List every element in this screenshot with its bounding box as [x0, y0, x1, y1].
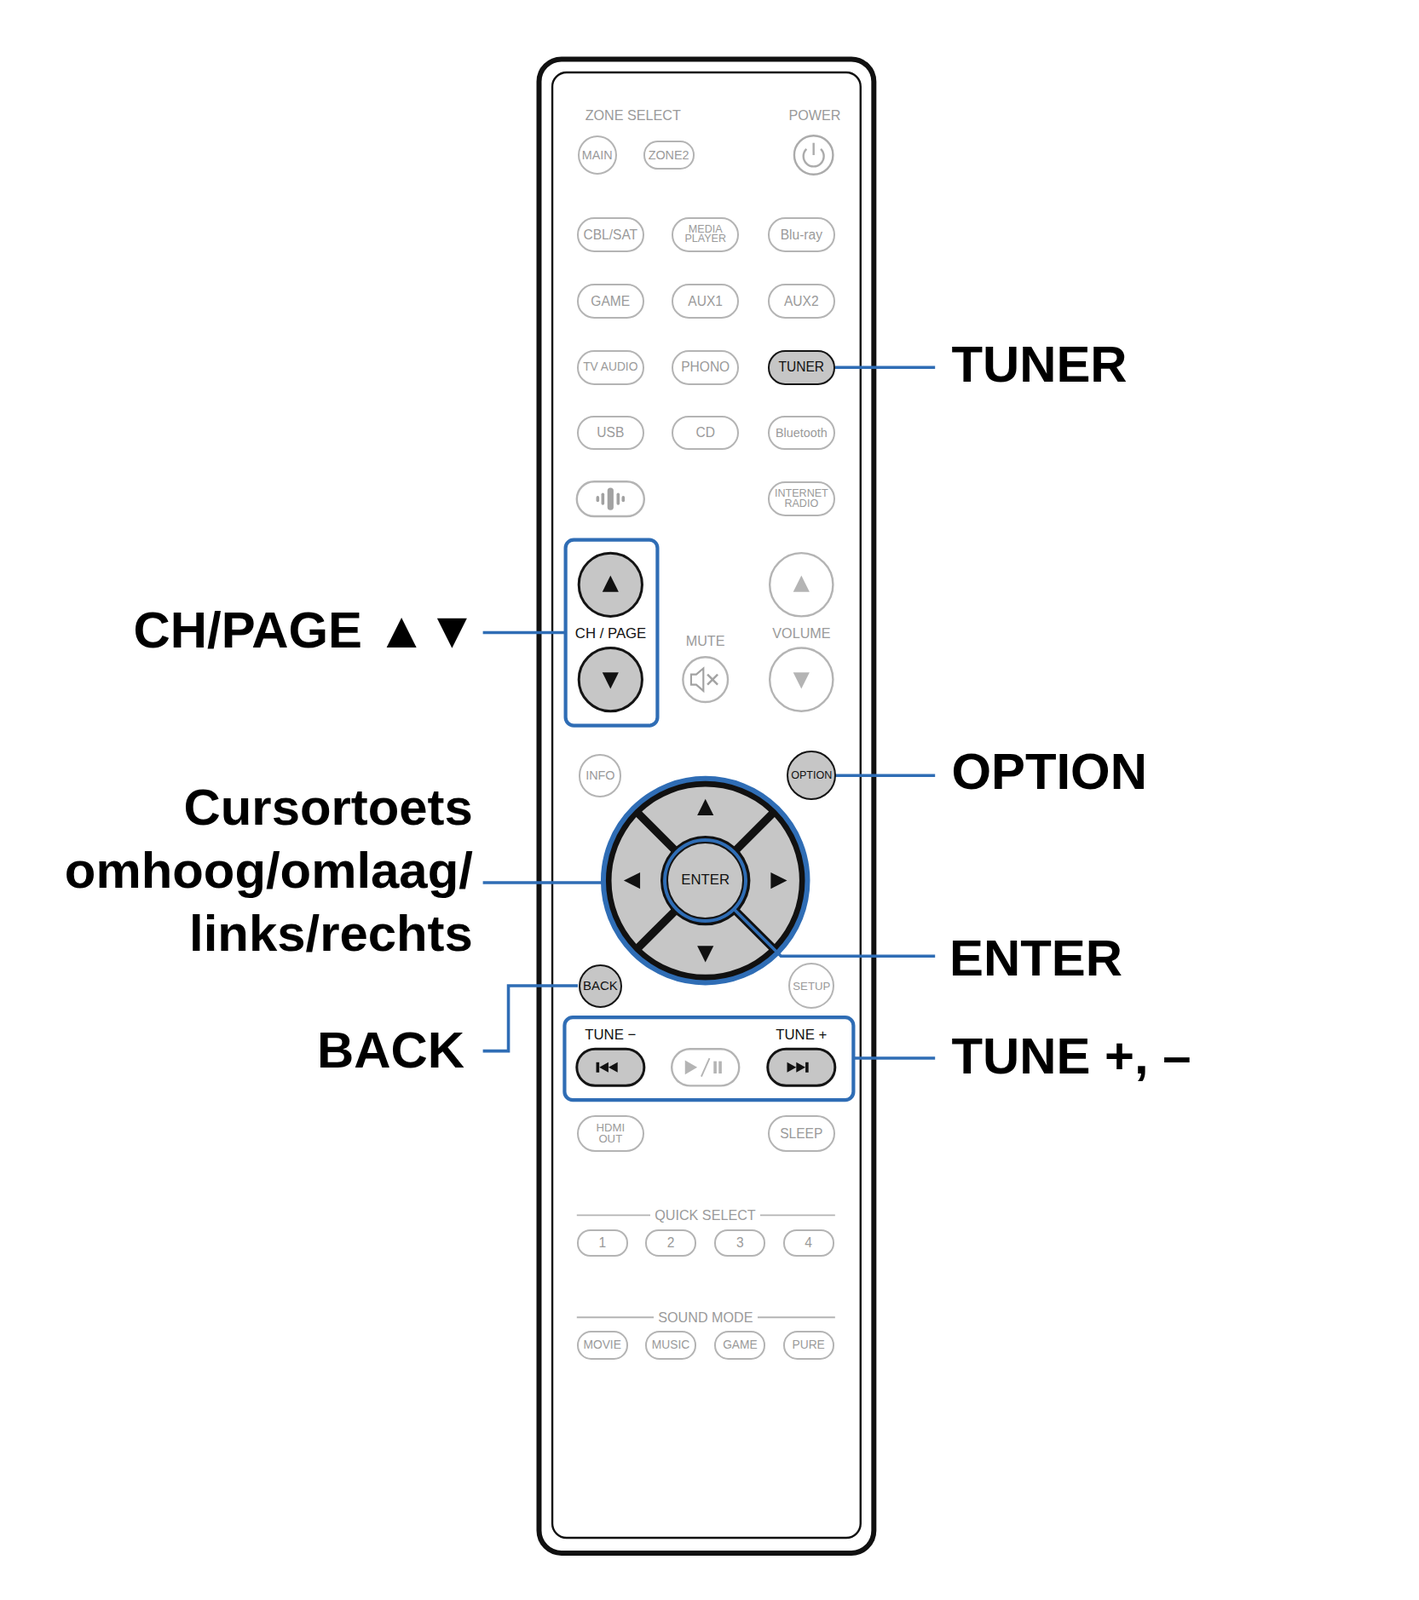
remote-button: 4: [783, 1229, 835, 1257]
button-text: TUNER: [778, 360, 825, 375]
callout-label: TUNER: [951, 335, 1127, 395]
highlight-frame: [565, 540, 658, 727]
remote-button: 1: [576, 1229, 629, 1257]
button-text: Blu-ray: [780, 228, 823, 243]
button-text: OPTION: [790, 770, 832, 782]
button-text: GAME: [590, 294, 630, 309]
highlight-frame: [564, 1017, 854, 1101]
remote-button: MUSIC: [645, 1331, 697, 1361]
button-text: SLEEP: [779, 1127, 823, 1142]
callout-label: OPTION: [951, 743, 1148, 802]
remote-inner-edge: [552, 72, 861, 1539]
button-text: AUX2: [784, 294, 820, 309]
button-text: MOVIE: [583, 1339, 622, 1352]
button-text: GAME: [722, 1339, 758, 1352]
remote-button: 2: [645, 1229, 697, 1257]
button-text: ZONE2: [648, 149, 690, 162]
remote-label: SOUND MODE: [653, 1309, 757, 1327]
remote-button: ZONE2: [643, 140, 695, 170]
button-text: 2: [667, 1236, 675, 1251]
leader-lines: [483, 367, 936, 1059]
button-text: 1: [598, 1236, 606, 1251]
remote-housing: [538, 58, 874, 1553]
remote-button: TV AUDIO: [576, 350, 645, 386]
remote-button: TUNER: [767, 350, 836, 386]
remote-button: AUX1: [671, 283, 739, 319]
remote-button: MEDIA PLAYER: [671, 217, 739, 253]
remote-button: GAME: [714, 1331, 766, 1361]
button-text: INTERNET RADIO: [774, 489, 829, 510]
volume-buttons: [769, 553, 833, 712]
remote-label: CH / PAGE: [575, 625, 647, 642]
button-text: 3: [736, 1236, 745, 1251]
remote-button: OPTION: [786, 750, 837, 801]
button-text: INFO: [585, 769, 615, 782]
callout-label: BACK: [317, 1021, 465, 1081]
button-text: 4: [804, 1236, 813, 1251]
remote-button: BACK: [578, 964, 623, 1009]
callout-label: TUNE +, –: [951, 1027, 1191, 1087]
button-text: Bluetooth: [775, 426, 828, 439]
callout-label: ENTER: [949, 929, 1123, 989]
remote-button: 3: [714, 1229, 766, 1257]
button-text: PURE: [792, 1339, 825, 1352]
callout-label: Cursortoets omhoog/omlaag/ links/rechts: [38, 776, 473, 967]
button-text: BACK: [582, 980, 618, 993]
remote-label: QUICK SELECT: [650, 1207, 761, 1224]
remote-label: POWER: [788, 107, 841, 124]
button-text: USB: [596, 426, 624, 440]
remote-label: MUTE: [686, 633, 726, 650]
remote-button: MOVIE: [576, 1331, 629, 1361]
heos-button: [576, 481, 645, 517]
button-text: SETUP: [792, 980, 831, 993]
remote-button: SETUP: [788, 963, 835, 1010]
power-button: [794, 135, 834, 175]
button-text: MAIN: [582, 149, 613, 162]
remote-button: Bluetooth: [767, 415, 836, 451]
remote-button: AUX2: [767, 283, 836, 319]
remote-button: INFO: [578, 754, 622, 797]
remote-button: INTERNET RADIO: [767, 481, 836, 517]
button-text: TV AUDIO: [582, 361, 638, 374]
remote-label: TUNE −: [584, 1026, 636, 1044]
callout-label: CH/PAGE ▲▼: [133, 601, 479, 661]
remote-button: CBL/SAT: [576, 217, 645, 253]
button-text: MUSIC: [651, 1339, 690, 1352]
remote-label: TUNE +: [775, 1026, 827, 1044]
remote-button: HDMI OUT: [576, 1115, 645, 1153]
tune-buttons: [576, 1049, 836, 1086]
button-text: PHONO: [680, 360, 730, 375]
remote-label: ZONE SELECT: [585, 107, 681, 124]
button-text: AUX1: [687, 294, 723, 309]
button-text: HDMI OUT: [595, 1123, 625, 1145]
mute-button: [682, 657, 728, 703]
remote-button: ENTER: [666, 842, 745, 920]
remote-button: MAIN: [577, 135, 618, 175]
button-text: CD: [695, 426, 715, 440]
remote-label: VOLUME: [772, 625, 831, 642]
remote-button: PHONO: [671, 350, 739, 386]
remote-button: USB: [576, 415, 645, 451]
remote-button: SLEEP: [767, 1115, 836, 1153]
button-text: ENTER: [680, 873, 730, 889]
remote-button: Blu-ray: [767, 217, 836, 253]
button-text: MEDIA PLAYER: [684, 224, 727, 246]
remote-button: PURE: [783, 1331, 835, 1361]
remote-button: CD: [671, 415, 739, 451]
button-text: CBL/SAT: [582, 228, 638, 243]
remote-button: GAME: [576, 283, 645, 319]
